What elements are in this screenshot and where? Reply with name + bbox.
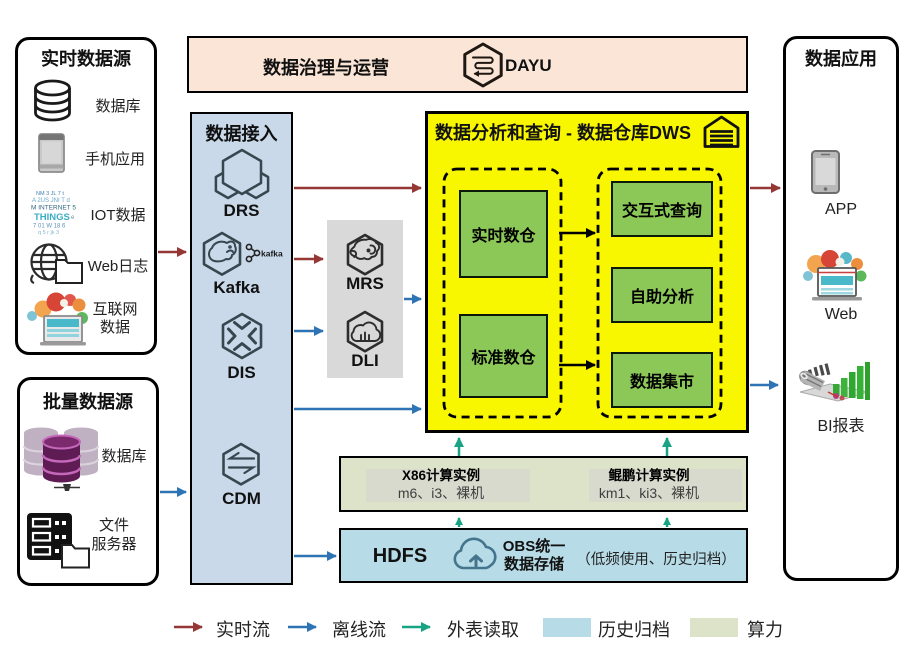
svg-text:kafka: kafka xyxy=(261,249,283,259)
svg-text:e: e xyxy=(71,215,75,221)
svg-text:q 5 r jk 3: q 5 r jk 3 xyxy=(38,230,59,236)
svg-text:A 2US JNI T d: A 2US JNI T d xyxy=(32,198,70,204)
svg-text:THINGS: THINGS xyxy=(34,212,70,223)
svg-text:NM 3 JL 7 t: NM 3 JL 7 t xyxy=(36,191,64,197)
svg-text:7 01 W 18 6: 7 01 W 18 6 xyxy=(33,224,66,230)
svg-text:M INTERNET 5: M INTERNET 5 xyxy=(31,205,76,212)
